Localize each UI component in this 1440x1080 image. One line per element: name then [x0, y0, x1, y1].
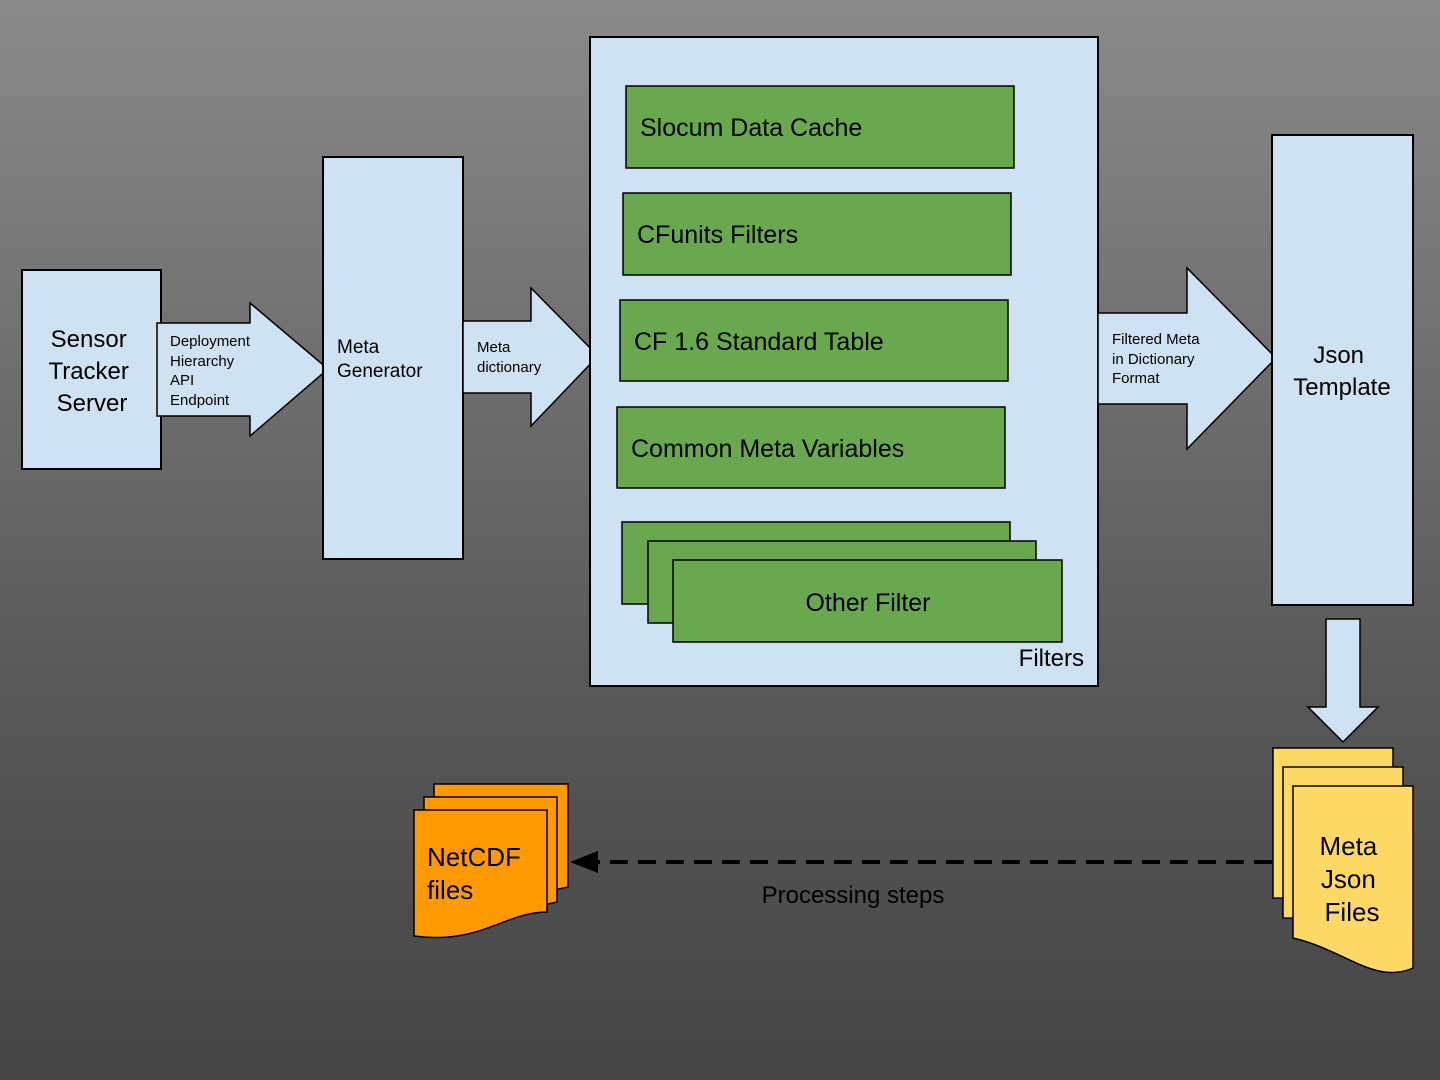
filtered-meta-line-1: Filtered Meta	[1112, 331, 1200, 348]
filter-cf16-standard-table: CF 1.6 Standard Table	[619, 299, 1009, 382]
filters-label: Filters	[1019, 645, 1084, 672]
sensor-tracker-line-2: Tracker	[48, 358, 128, 385]
meta-json-files-node: Meta Json Files	[1272, 747, 1414, 974]
meta-dictionary-arrow: Meta dictionary	[462, 286, 600, 428]
down-arrow	[1306, 618, 1380, 744]
cf16-label: CF 1.6 Standard Table	[634, 328, 884, 356]
filtered-meta-line-3: Format	[1112, 370, 1160, 387]
deployment-line-1: Deployment	[170, 333, 251, 350]
slocum-label: Slocum Data Cache	[640, 114, 862, 142]
filter-other-stack: Other Filter	[621, 521, 1063, 643]
meta-json-files-line-3: Files	[1325, 897, 1380, 927]
netcdf-files-node: NetCDF files	[413, 783, 569, 939]
json-template-node: Json Template	[1271, 134, 1414, 606]
filtered-meta-arrow: Filtered Meta in Dictionary Format	[1097, 266, 1278, 451]
deployment-api-arrow: Deployment Hierarchy API Endpoint	[156, 301, 330, 438]
svg-text:Meta Json Files: Meta Json Files	[1319, 831, 1384, 927]
filter-cfunits: CFunits Filters	[622, 192, 1012, 276]
deployment-line-3: API	[170, 372, 194, 389]
svg-text:NetCDF files: NetCDF files	[427, 842, 528, 905]
json-template-line-2: Template	[1293, 374, 1390, 401]
meta-generator-line-1: Meta	[337, 337, 380, 358]
meta-json-files-line-1: Meta	[1319, 831, 1377, 861]
filtered-meta-line-2: in Dictionary	[1112, 351, 1195, 368]
sensor-tracker-line-1: Sensor	[51, 326, 127, 353]
filter-slocum-data-cache: Slocum Data Cache	[625, 85, 1015, 169]
netcdf-line-1: NetCDF	[427, 842, 521, 872]
meta-json-files-line-2: Json	[1321, 864, 1376, 894]
netcdf-line-2: files	[427, 875, 473, 905]
cfunits-label: CFunits Filters	[637, 221, 798, 249]
svg-text:Sensor Tracker Ser: Sensor Tracker Server	[48, 326, 135, 417]
deployment-line-2: Hierarchy	[170, 353, 235, 370]
filter-common-meta-variables: Common Meta Variables	[616, 406, 1006, 489]
svg-text:Json Template: Json Template	[1293, 342, 1390, 401]
meta-dictionary-line-2: dictionary	[477, 359, 542, 376]
deployment-line-4: Endpoint	[170, 392, 230, 409]
meta-generator-node: Meta Generator	[322, 156, 464, 560]
other-filter-label: Other Filter	[805, 589, 930, 617]
sensor-tracker-line-3: Server	[57, 390, 128, 417]
json-template-line-1: Json	[1313, 342, 1364, 369]
meta-dictionary-line-1: Meta	[477, 339, 511, 356]
svg-text:Meta dictionary: Meta dictionary	[477, 339, 542, 376]
meta-generator-line-2: Generator	[337, 361, 423, 382]
svg-text:Meta Generator: Meta Generator	[337, 337, 423, 382]
processing-steps-arrow: Processing steps	[570, 851, 1272, 909]
svg-text:Deployment Hierarchy: Deployment Hierarchy API Endpoint	[170, 333, 254, 409]
svg-text:Filtered Meta in Diction: Filtered Meta in Dictionary Format	[1112, 331, 1204, 387]
common-meta-label: Common Meta Variables	[631, 435, 904, 463]
processing-steps-label: Processing steps	[762, 882, 945, 909]
sensor-tracker-server-node: Sensor Tracker Server	[21, 269, 162, 470]
